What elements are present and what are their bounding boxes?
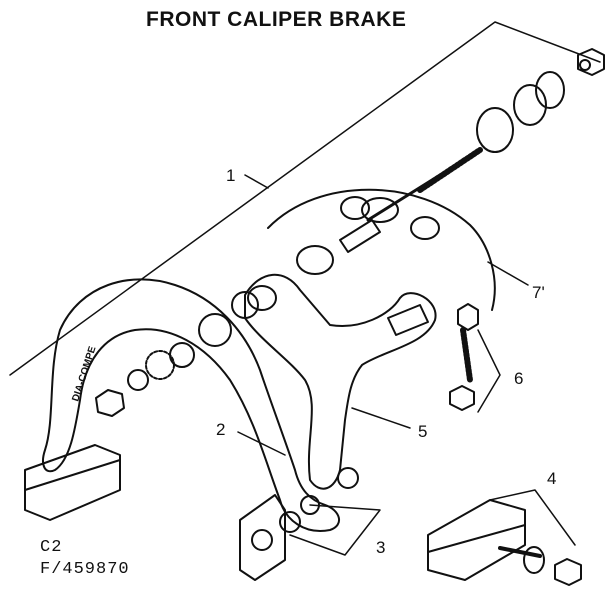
adjuster-bolt (449, 303, 479, 411)
pivot-hole (247, 285, 277, 311)
washer (296, 245, 334, 275)
leader-5 (351, 407, 411, 429)
spring-wire (267, 188, 496, 311)
pad-mount (387, 304, 429, 336)
code-line-2: F/459870 (40, 560, 130, 579)
callout-7: 7' (532, 283, 545, 302)
callout-6: 6 (514, 369, 523, 388)
center-bolt-assembly (339, 48, 605, 253)
leader-1 (244, 174, 269, 189)
caliper-arm-rear (244, 273, 437, 490)
arm-lower-end (239, 494, 286, 581)
leader-2 (237, 431, 286, 456)
leader-4 (489, 489, 576, 546)
assembly-outline-1 (9, 21, 601, 376)
caliper-arm-front (42, 278, 340, 532)
leader-6 (477, 329, 501, 413)
brake-shoe-left (24, 444, 121, 521)
callout-4: 4 (547, 469, 556, 488)
leader-3 (289, 504, 381, 556)
callout-5: 5 (418, 422, 427, 441)
callout-1: 1 (226, 166, 235, 185)
spare-brake-shoe (427, 499, 582, 586)
pivot-hardware (95, 291, 259, 417)
callout-2: 2 (216, 420, 225, 439)
leader-7 (487, 261, 529, 286)
diagram-title: FRONT CALIPER BRAKE (146, 8, 407, 31)
callout-3: 3 (376, 538, 385, 557)
code-line-1: C2 (40, 538, 63, 557)
brand-text: DIA-COMPE (70, 345, 98, 403)
